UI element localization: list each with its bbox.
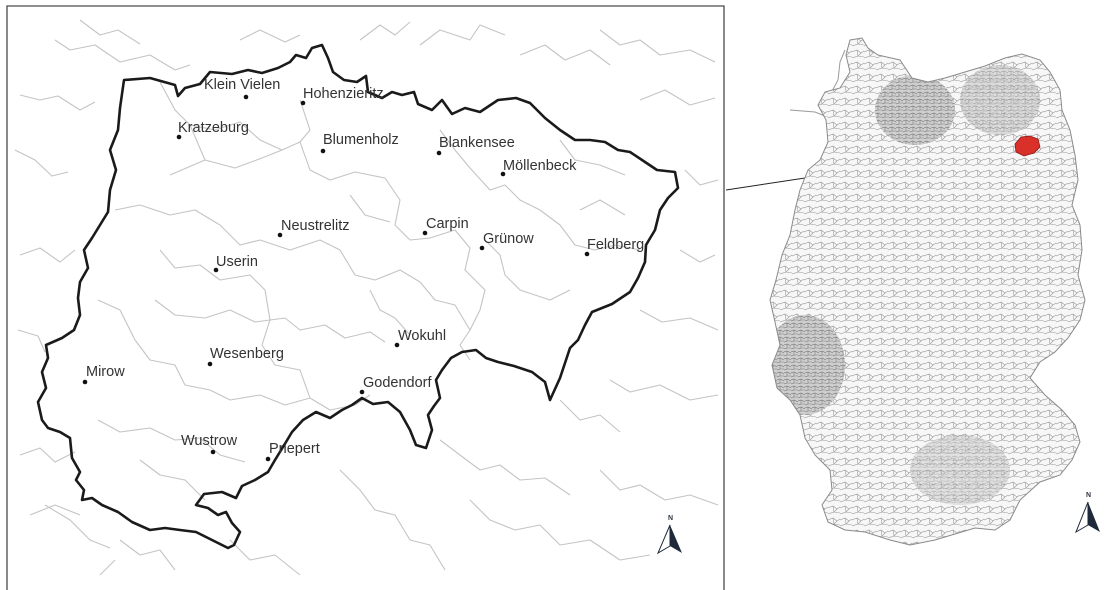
town-label: Priepert xyxy=(269,441,320,457)
town-blankensee: Blankensee xyxy=(436,135,515,156)
town-wesenberg: Wesenberg xyxy=(207,346,284,367)
town-gruenow: Grünow xyxy=(479,231,534,251)
inset-map: Klein Vielen Hohenzieritz Kratzeburg Blu… xyxy=(6,5,725,590)
town-label: Neustrelitz xyxy=(281,218,350,234)
dense-region xyxy=(770,315,845,415)
town-label: Godendorf xyxy=(363,375,432,391)
town-label: Kratzeburg xyxy=(178,120,249,136)
town-wustrow: Wustrow xyxy=(181,433,238,455)
town-feldberg: Feldberg xyxy=(584,237,644,257)
town-dot xyxy=(436,150,442,156)
town-label: Möllenbeck xyxy=(503,158,577,174)
germany-outline xyxy=(769,37,1086,546)
town-neustrelitz: Neustrelitz xyxy=(277,218,350,238)
town-dot xyxy=(359,389,365,395)
town-kratzeburg: Kratzeburg xyxy=(176,120,249,140)
town-label: Hohenzieritz xyxy=(303,86,384,102)
municipal-boundaries xyxy=(14,19,719,576)
town-label: Carpin xyxy=(426,216,469,232)
town-dot xyxy=(207,361,213,367)
town-hohenzieritz: Hohenzieritz xyxy=(300,86,384,106)
germany-overview-map: N xyxy=(769,37,1100,546)
town-dot xyxy=(176,134,182,140)
town-label: Wustrow xyxy=(181,433,238,449)
svg-text:N: N xyxy=(1086,492,1091,499)
town-dot xyxy=(243,94,249,100)
town-dot xyxy=(500,171,506,177)
town-label: Wesenberg xyxy=(210,346,284,362)
town-label: Mirow xyxy=(86,364,125,380)
dense-region xyxy=(875,75,955,145)
town-dot xyxy=(300,100,306,106)
town-label: Wokuhl xyxy=(398,328,446,344)
svg-text:N: N xyxy=(668,515,673,522)
town-label: Grünow xyxy=(483,231,534,247)
town-blumenholz: Blumenholz xyxy=(320,132,399,154)
town-godendorf: Godendorf xyxy=(359,375,432,395)
town-carpin: Carpin xyxy=(422,216,469,236)
north-arrow-icon: N xyxy=(656,515,682,555)
town-label: Userin xyxy=(216,254,258,270)
town-dot xyxy=(213,267,219,273)
town-dot xyxy=(210,449,216,455)
town-klein-vielen: Klein Vielen xyxy=(204,77,280,100)
district-border xyxy=(36,43,680,550)
town-moellenbeck: Möllenbeck xyxy=(500,158,577,177)
dense-region xyxy=(910,435,1010,505)
town-dot xyxy=(584,251,590,257)
inset-map-frame xyxy=(6,5,725,590)
town-label: Blankensee xyxy=(439,135,515,151)
town-priepert: Priepert xyxy=(265,441,320,462)
town-label: Klein Vielen xyxy=(204,77,280,93)
town-dot xyxy=(277,232,283,238)
study-area-highlight xyxy=(1014,135,1041,157)
town-dot xyxy=(394,342,400,348)
town-label: Feldberg xyxy=(587,237,644,253)
town-dot xyxy=(82,379,88,385)
town-dot xyxy=(320,148,326,154)
town-dot xyxy=(422,230,428,236)
town-wokuhl: Wokuhl xyxy=(394,328,446,348)
inner-municipal-boundaries xyxy=(97,81,641,501)
town-mirow: Mirow xyxy=(82,364,125,385)
town-dot xyxy=(479,245,485,251)
north-arrow-icon: N xyxy=(1074,492,1100,534)
town-label: Blumenholz xyxy=(323,132,399,148)
dense-region xyxy=(960,65,1040,135)
town-userin: Userin xyxy=(213,254,258,273)
town-dot xyxy=(265,456,271,462)
